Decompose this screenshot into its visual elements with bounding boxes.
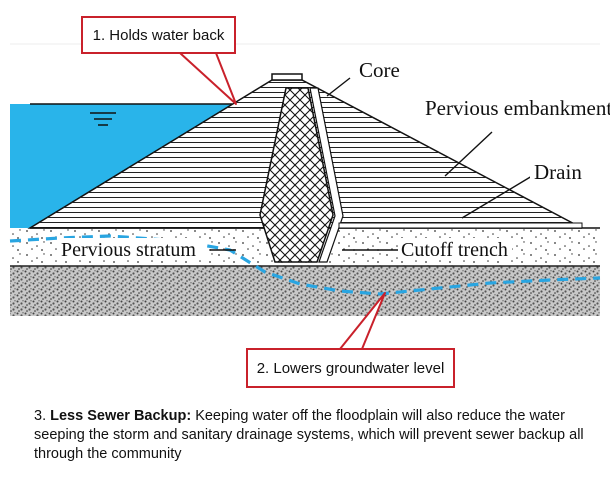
note-body: Keeping water off the floodplain will al… xyxy=(34,408,584,462)
dam-crest xyxy=(271,73,303,81)
callout-holds-water-back: 1. Holds water back xyxy=(81,16,236,54)
core-leader xyxy=(326,77,351,97)
callout-lowers-groundwater: 2. Lowers groundwater level xyxy=(246,348,455,388)
label-pervious-stratum: Pervious stratum xyxy=(61,239,196,261)
label-core: Core xyxy=(359,58,400,82)
callout-2-text: 2. Lowers groundwater level xyxy=(256,359,445,377)
water-level-icon xyxy=(90,112,116,126)
chimney-drain xyxy=(309,87,344,263)
note-number: 3. xyxy=(34,408,51,424)
groundwater-level-line xyxy=(9,234,601,296)
label-pervious-embankment: Pervious embankment xyxy=(425,96,610,120)
label-cutoff-trench: Cutoff trench xyxy=(401,239,508,261)
blanket-drain xyxy=(338,222,583,229)
reservoir-water xyxy=(10,104,232,228)
callout-1-text: 1. Holds water back xyxy=(92,26,225,44)
dam-cross-section-diagram: Core Pervious embankment Drain Pervious … xyxy=(9,43,610,350)
note-heading: Less Sewer Backup: xyxy=(50,408,192,424)
impervious-foundation-layer xyxy=(10,266,600,316)
benefit-note: 3. Less Sewer Backup: Keeping water off … xyxy=(34,407,589,464)
embankment-leader xyxy=(444,131,493,177)
drain-leader xyxy=(461,175,533,219)
label-drain: Drain xyxy=(534,160,582,184)
callout-1-pointer xyxy=(179,52,237,105)
